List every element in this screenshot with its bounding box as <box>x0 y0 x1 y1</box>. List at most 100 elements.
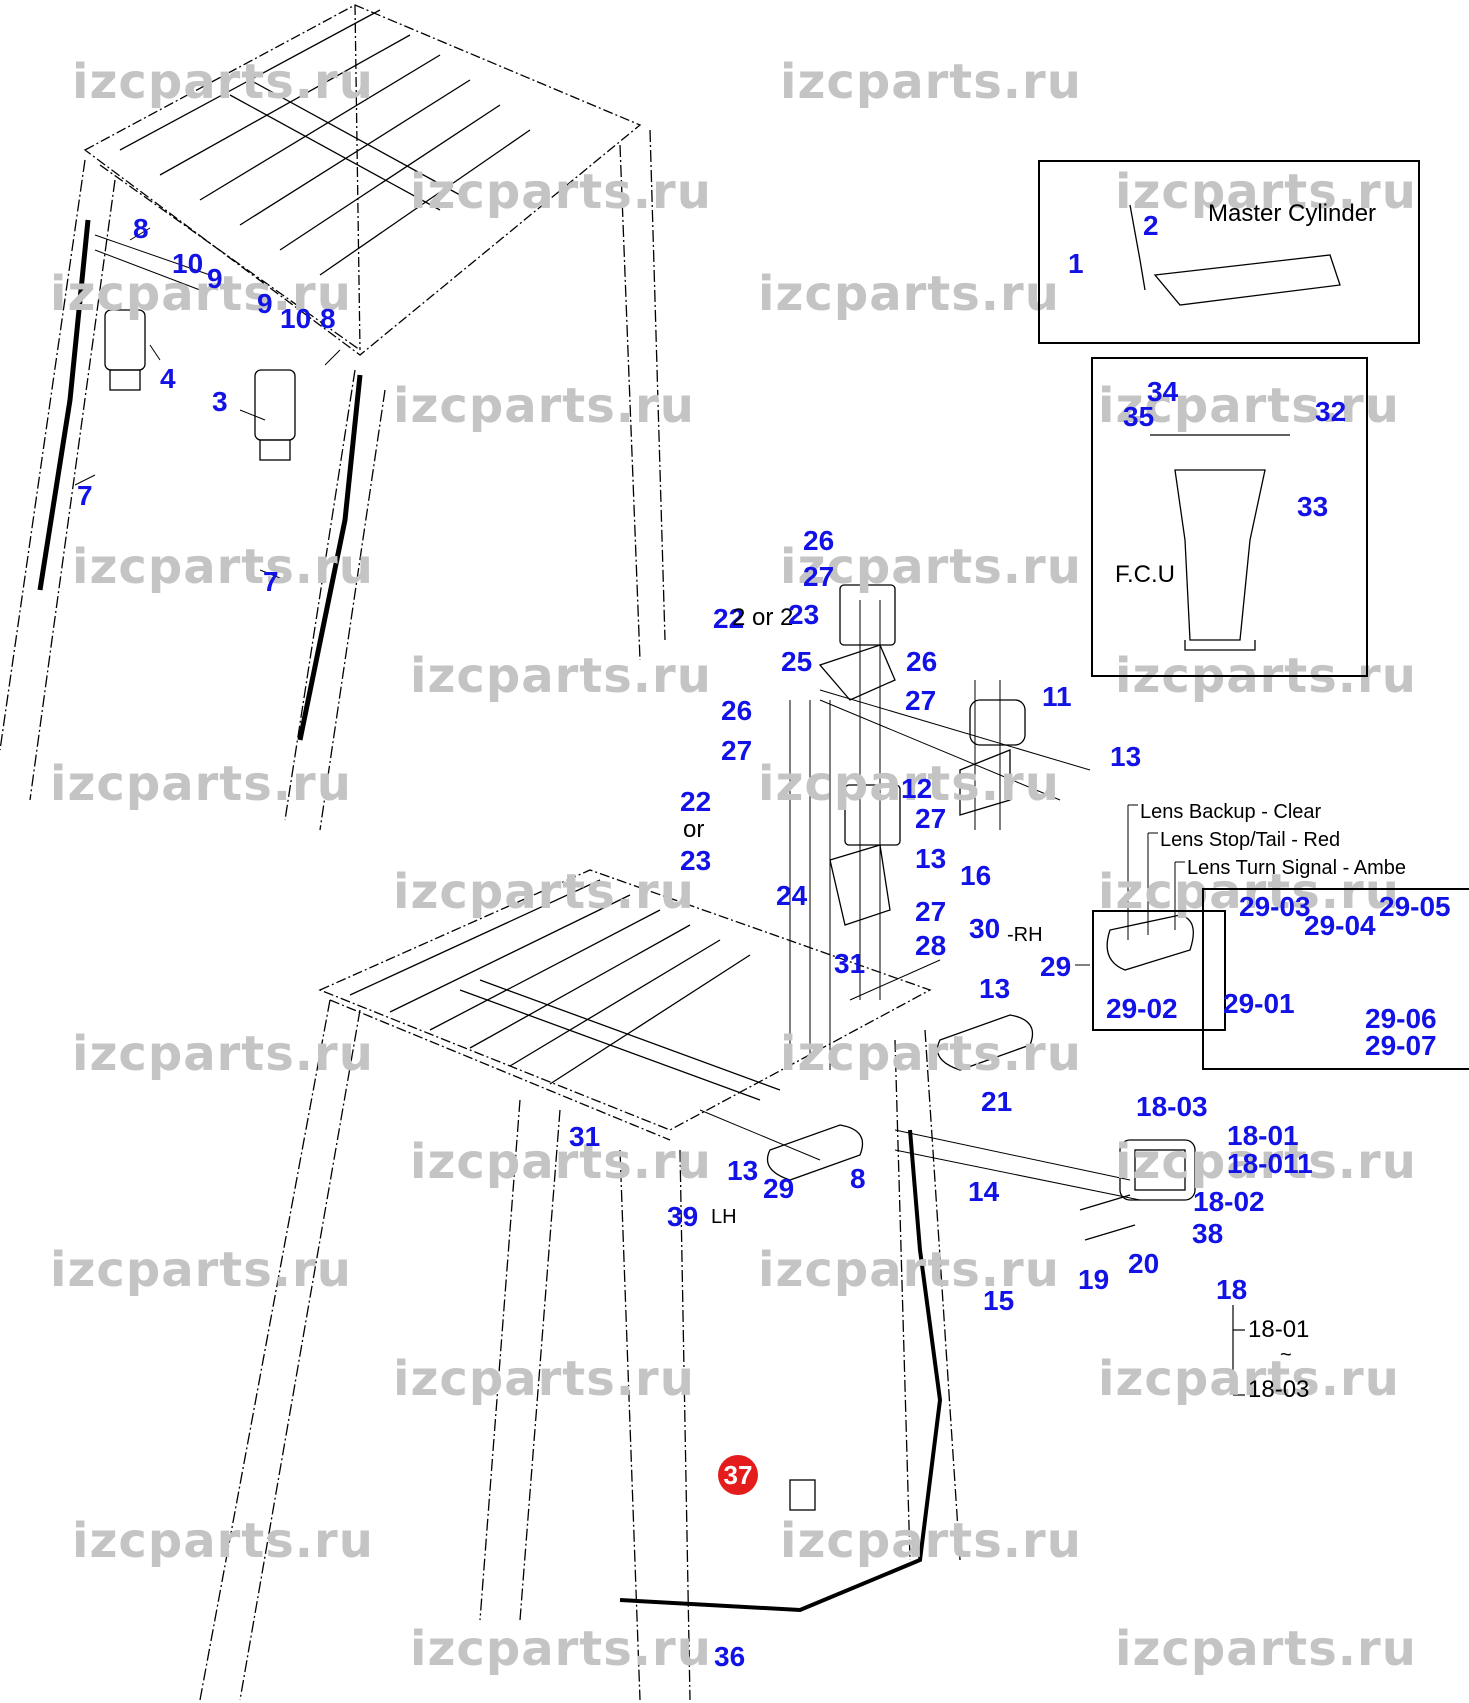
callout-34[interactable]: 34 <box>1147 376 1179 407</box>
callout-31[interactable]: 31 <box>569 1121 601 1152</box>
master-cylinder-title: Master Cylinder <box>1208 200 1377 227</box>
watermark: izcparts.ru <box>1098 864 1400 920</box>
callout-8[interactable]: 8 <box>133 213 149 244</box>
callout-20[interactable]: 20 <box>1128 1248 1160 1279</box>
callout-3[interactable]: 3 <box>212 386 228 417</box>
watermark: izcparts.ru <box>50 266 352 322</box>
back-up-lamp-18 <box>1119 1139 1196 1201</box>
tail-lamp-rh <box>936 1014 1034 1071</box>
callout-9[interactable]: 9 <box>257 288 273 319</box>
callout-31[interactable]: 31 <box>834 948 866 979</box>
callout-27[interactable]: 27 <box>803 561 835 592</box>
callout-7[interactable]: 7 <box>263 566 279 597</box>
callout-26[interactable]: 26 <box>721 695 753 726</box>
callout-15[interactable]: 15 <box>983 1285 1015 1316</box>
callout-11[interactable]: 11 <box>1042 681 1072 712</box>
callout-30[interactable]: 30 <box>969 913 1001 944</box>
callout-8[interactable]: 8 <box>850 1163 866 1194</box>
inset-master-cylinder <box>1038 160 1420 344</box>
callout-9[interactable]: 9 <box>207 263 223 294</box>
lh-text: LH <box>711 1206 737 1228</box>
callout-12[interactable]: 12 <box>901 773 933 804</box>
callout-29-03[interactable]: 29-03 <box>1239 891 1311 922</box>
callout-27[interactable]: 27 <box>915 896 947 927</box>
callout-29-07[interactable]: 29-07 <box>1365 1030 1437 1061</box>
watermark: izcparts.ru <box>1098 378 1400 434</box>
callout-24[interactable]: 24 <box>776 880 808 911</box>
callout-18[interactable]: 18 <box>1216 1274 1248 1305</box>
callout-29-06[interactable]: 29-06 <box>1365 1003 1437 1034</box>
callout-18-01[interactable]: 18-01 <box>1227 1120 1299 1151</box>
callout-29-04[interactable]: 29-04 <box>1304 910 1376 941</box>
callout-29-01[interactable]: 29-01 <box>1223 988 1295 1019</box>
callout-22[interactable]: 22 <box>680 786 712 817</box>
callout-29[interactable]: 29 <box>763 1173 795 1204</box>
watermark: izcparts.ru <box>72 54 374 110</box>
watermark: izcparts.ru <box>780 54 1082 110</box>
watermark: izcparts.ru <box>758 266 1060 322</box>
tree-18 <box>1232 1305 1245 1396</box>
watermark: izcparts.ru <box>780 1026 1082 1082</box>
callout-2[interactable]: 2 <box>1143 210 1159 241</box>
watermark: izcparts.ru <box>1115 1134 1417 1190</box>
callout-10[interactable]: 10 <box>172 248 204 279</box>
callout-27[interactable]: 27 <box>721 735 753 766</box>
rh-text: -RH <box>1007 924 1043 946</box>
beacon-upper <box>818 584 896 701</box>
callout-28[interactable]: 28 <box>915 930 947 961</box>
callout-19[interactable]: 19 <box>1078 1264 1110 1295</box>
tail-lamp-lh <box>766 1124 864 1181</box>
callout-18-02[interactable]: 18-02 <box>1193 1186 1265 1217</box>
bracket-12 <box>959 749 1011 816</box>
callout-27[interactable]: 27 <box>915 803 947 834</box>
callout-14[interactable]: 14 <box>968 1176 1000 1207</box>
callout-13[interactable]: 13 <box>915 843 947 874</box>
callout-18-03[interactable]: 18-03 <box>1136 1091 1208 1122</box>
callout-36[interactable]: 36 <box>714 1641 746 1672</box>
or-text: 2 or 2 <box>732 604 794 631</box>
master-cylinder-drawing <box>1129 204 1341 306</box>
callout-29-05[interactable]: 29-05 <box>1379 891 1451 922</box>
callout-32[interactable]: 32 <box>1315 396 1347 427</box>
callout-29-02[interactable]: 29-02 <box>1106 993 1178 1024</box>
callout-8[interactable]: 8 <box>320 303 336 334</box>
upper-cab-harness <box>37 219 363 741</box>
watermark: izcparts.ru <box>758 756 1060 812</box>
inset-lamp-29-wiring <box>1202 888 1469 1070</box>
lens-turn-signal-text: Lens Turn Signal - Ambe <box>1187 857 1407 879</box>
callout-26[interactable]: 26 <box>803 525 835 556</box>
harness-14-15 <box>619 1129 943 1613</box>
callout-1[interactable]: 1 <box>1068 248 1084 279</box>
callout-16[interactable]: 16 <box>960 860 992 891</box>
callout-13[interactable]: 13 <box>727 1155 759 1186</box>
beacon-lower <box>829 784 901 926</box>
callout-29[interactable]: 29 <box>1040 951 1072 982</box>
callout-39[interactable]: 39 <box>667 1201 699 1232</box>
tree-18-03: 18-03 <box>1248 1376 1310 1403</box>
watermark: izcparts.ru <box>72 1513 374 1569</box>
callout-33[interactable]: 33 <box>1297 491 1329 522</box>
callout-21[interactable]: 21 <box>981 1086 1013 1117</box>
highlighted-part-badge[interactable]: 37 <box>718 1455 758 1495</box>
callout-26[interactable]: 26 <box>906 646 938 677</box>
lower-cab-slats <box>349 879 781 1101</box>
callout-27[interactable]: 27 <box>905 685 937 716</box>
callout-4[interactable]: 4 <box>160 363 176 394</box>
callout-38[interactable]: 38 <box>1192 1218 1224 1249</box>
callout-23[interactable]: 23 <box>788 599 820 630</box>
callout-13[interactable]: 13 <box>979 973 1011 1004</box>
callout-23[interactable]: 23 <box>680 845 712 876</box>
callout-18-011[interactable]: 18-011 <box>1227 1148 1313 1179</box>
tree-range-mark: ~ <box>1280 1344 1292 1366</box>
fcu-caption: F.C.U <box>1115 561 1175 588</box>
callout-10[interactable]: 10 <box>280 303 312 334</box>
callout-35[interactable]: 35 <box>1123 401 1155 432</box>
watermark: izcparts.ru <box>1115 1621 1417 1677</box>
callout-22[interactable]: 22 <box>713 603 745 634</box>
lower-cab-roof <box>318 869 932 1141</box>
bolts-19-20 <box>1079 1194 1136 1241</box>
callout-7[interactable]: 7 <box>77 480 93 511</box>
callout-25[interactable]: 25 <box>781 646 813 677</box>
callout-13[interactable]: 13 <box>1110 741 1142 772</box>
